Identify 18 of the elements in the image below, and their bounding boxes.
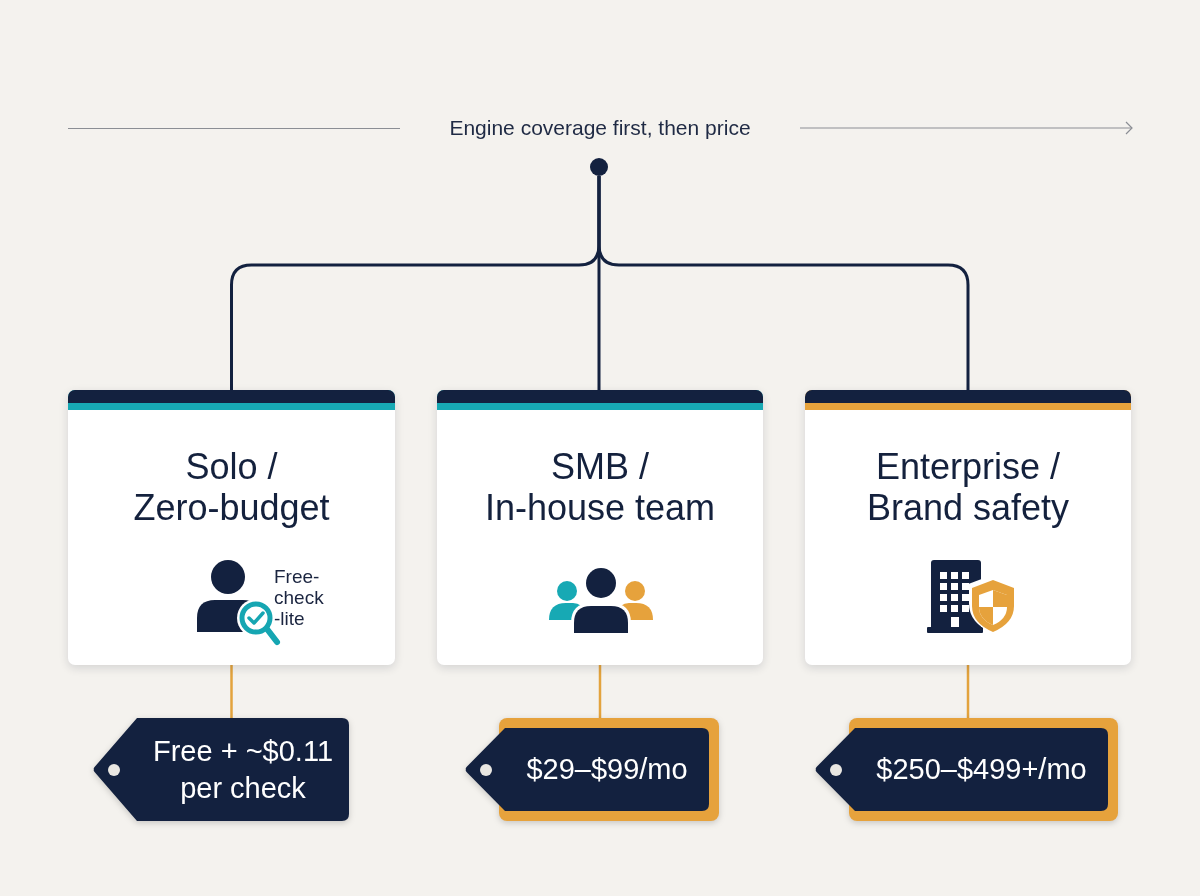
segment-card [68, 390, 395, 665]
connector-line [966, 665, 970, 718]
connector-line [597, 176, 970, 390]
connector-line [598, 665, 602, 718]
price-label: Free + ~$0.11 per check [151, 733, 335, 806]
segment-card [437, 390, 763, 665]
title: Engine coverage first, then price [448, 115, 752, 141]
segment-card [805, 390, 1131, 665]
card-title: SMB / In-house team [483, 446, 717, 528]
price-tag [93, 718, 349, 821]
card-title: Enterprise / Brand safety [865, 446, 1071, 528]
connector-line [230, 665, 233, 718]
price-tag [465, 718, 719, 821]
plan-label: Free- check -lite [274, 566, 325, 629]
card-title: Solo / Zero-budget [132, 446, 331, 528]
price-label: $29–$99/mo [526, 752, 688, 787]
price-label: $250–$499+/mo [876, 752, 1087, 787]
price-tag [815, 718, 1118, 821]
